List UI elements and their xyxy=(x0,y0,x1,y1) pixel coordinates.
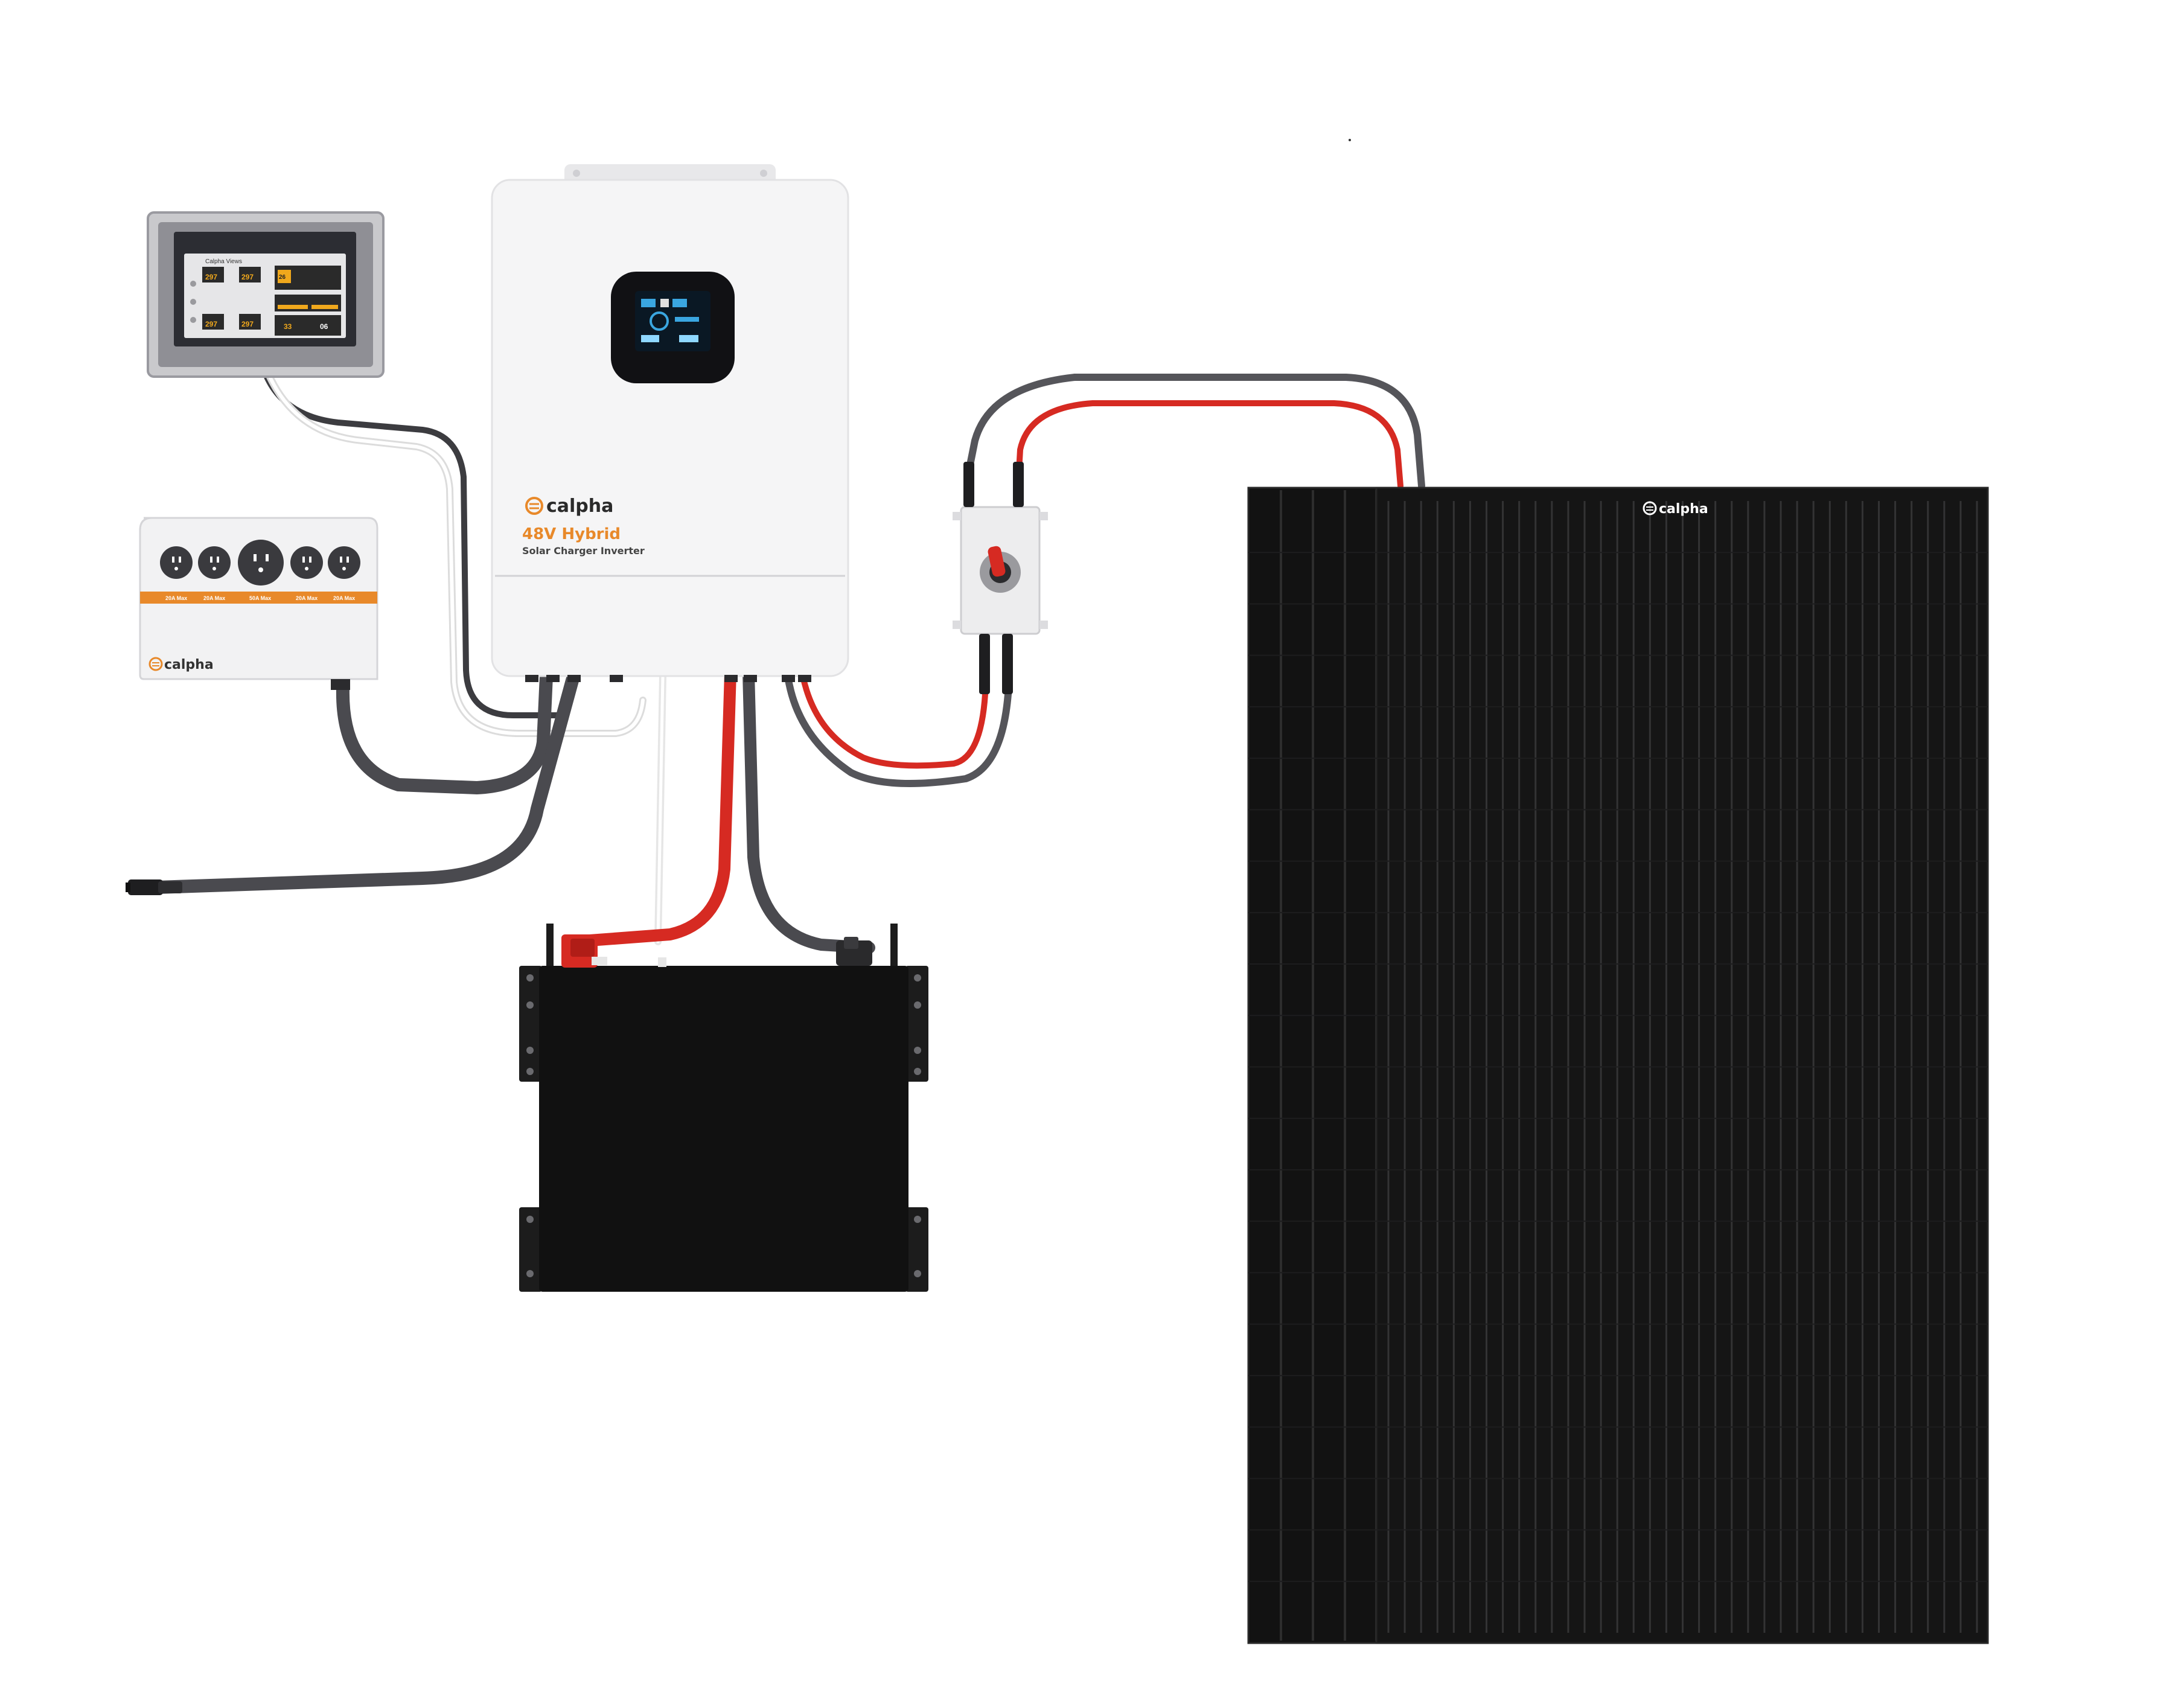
outlet-label-2: 20A Max xyxy=(203,595,225,601)
outlet-socket-5 xyxy=(328,546,360,579)
outlet-socket-1 xyxy=(160,546,193,579)
inverter-model: 48V Hybrid xyxy=(522,525,621,543)
monitor-value-4: 297 xyxy=(241,320,254,328)
monitor-value-2: 297 xyxy=(241,273,254,281)
panel-cable-positive xyxy=(1016,400,1403,489)
ac-outlet-box: 20A Max 20A Max 50A Max 20A Max 20A Max … xyxy=(139,517,378,690)
panel-cable-negative xyxy=(965,374,1425,490)
panel-brand: calpha xyxy=(1659,502,1708,517)
battery-negative-cable xyxy=(742,667,875,954)
inverter-subtitle: Solar Charger Inverter xyxy=(522,545,645,557)
outlet-box-brand: calpha xyxy=(164,657,214,672)
calpha-swirl-icon xyxy=(1643,501,1657,515)
pv-disconnect-switch xyxy=(953,462,1048,694)
monitor-cable-white-inner xyxy=(267,372,645,735)
ac-input-plug xyxy=(126,879,182,895)
outlet-label-5: 20A Max xyxy=(333,595,355,601)
solar-panel-stack: calpha xyxy=(1247,487,1989,1644)
calpha-swirl-icon xyxy=(148,657,163,671)
panel-cell-rows xyxy=(1248,552,1988,1582)
calpha-swirl-icon xyxy=(525,497,543,515)
outlet-sockets xyxy=(160,540,360,586)
ac-input-cable xyxy=(150,669,580,894)
outlet-label-4: 20A Max xyxy=(296,595,318,601)
inverter-brand: calpha xyxy=(546,496,613,517)
outlet-to-inverter-cable xyxy=(336,669,553,794)
speck xyxy=(1349,139,1351,141)
outlet-label-3: 50A Max xyxy=(249,595,271,601)
touchscreen-monitor: Calpha Views 297 297 297 297 26 33 06 xyxy=(147,211,385,378)
outlet-socket-4 xyxy=(290,546,323,579)
pv-input-cable-positive xyxy=(800,673,988,769)
monitor-value-7: 06 xyxy=(320,322,328,331)
monitor-screen-title: Calpha Views xyxy=(205,258,242,265)
battery-positive-cable xyxy=(567,667,736,948)
monitor-value-5: 26 xyxy=(279,274,286,281)
monitor-value-1: 297 xyxy=(205,273,217,281)
outlet-socket-2 xyxy=(198,546,231,579)
outlet-socket-3 xyxy=(238,540,284,586)
lithium-battery xyxy=(519,924,928,1292)
monitor-value-3: 297 xyxy=(205,320,217,328)
pv-input-cable-negative xyxy=(784,672,1012,787)
monitor-value-6: 33 xyxy=(284,322,292,331)
outlet-label-1: 20A Max xyxy=(165,595,187,601)
cables xyxy=(150,371,1425,954)
hybrid-inverter: calpha 48V Hybrid Solar Charger Inverter xyxy=(491,164,849,682)
